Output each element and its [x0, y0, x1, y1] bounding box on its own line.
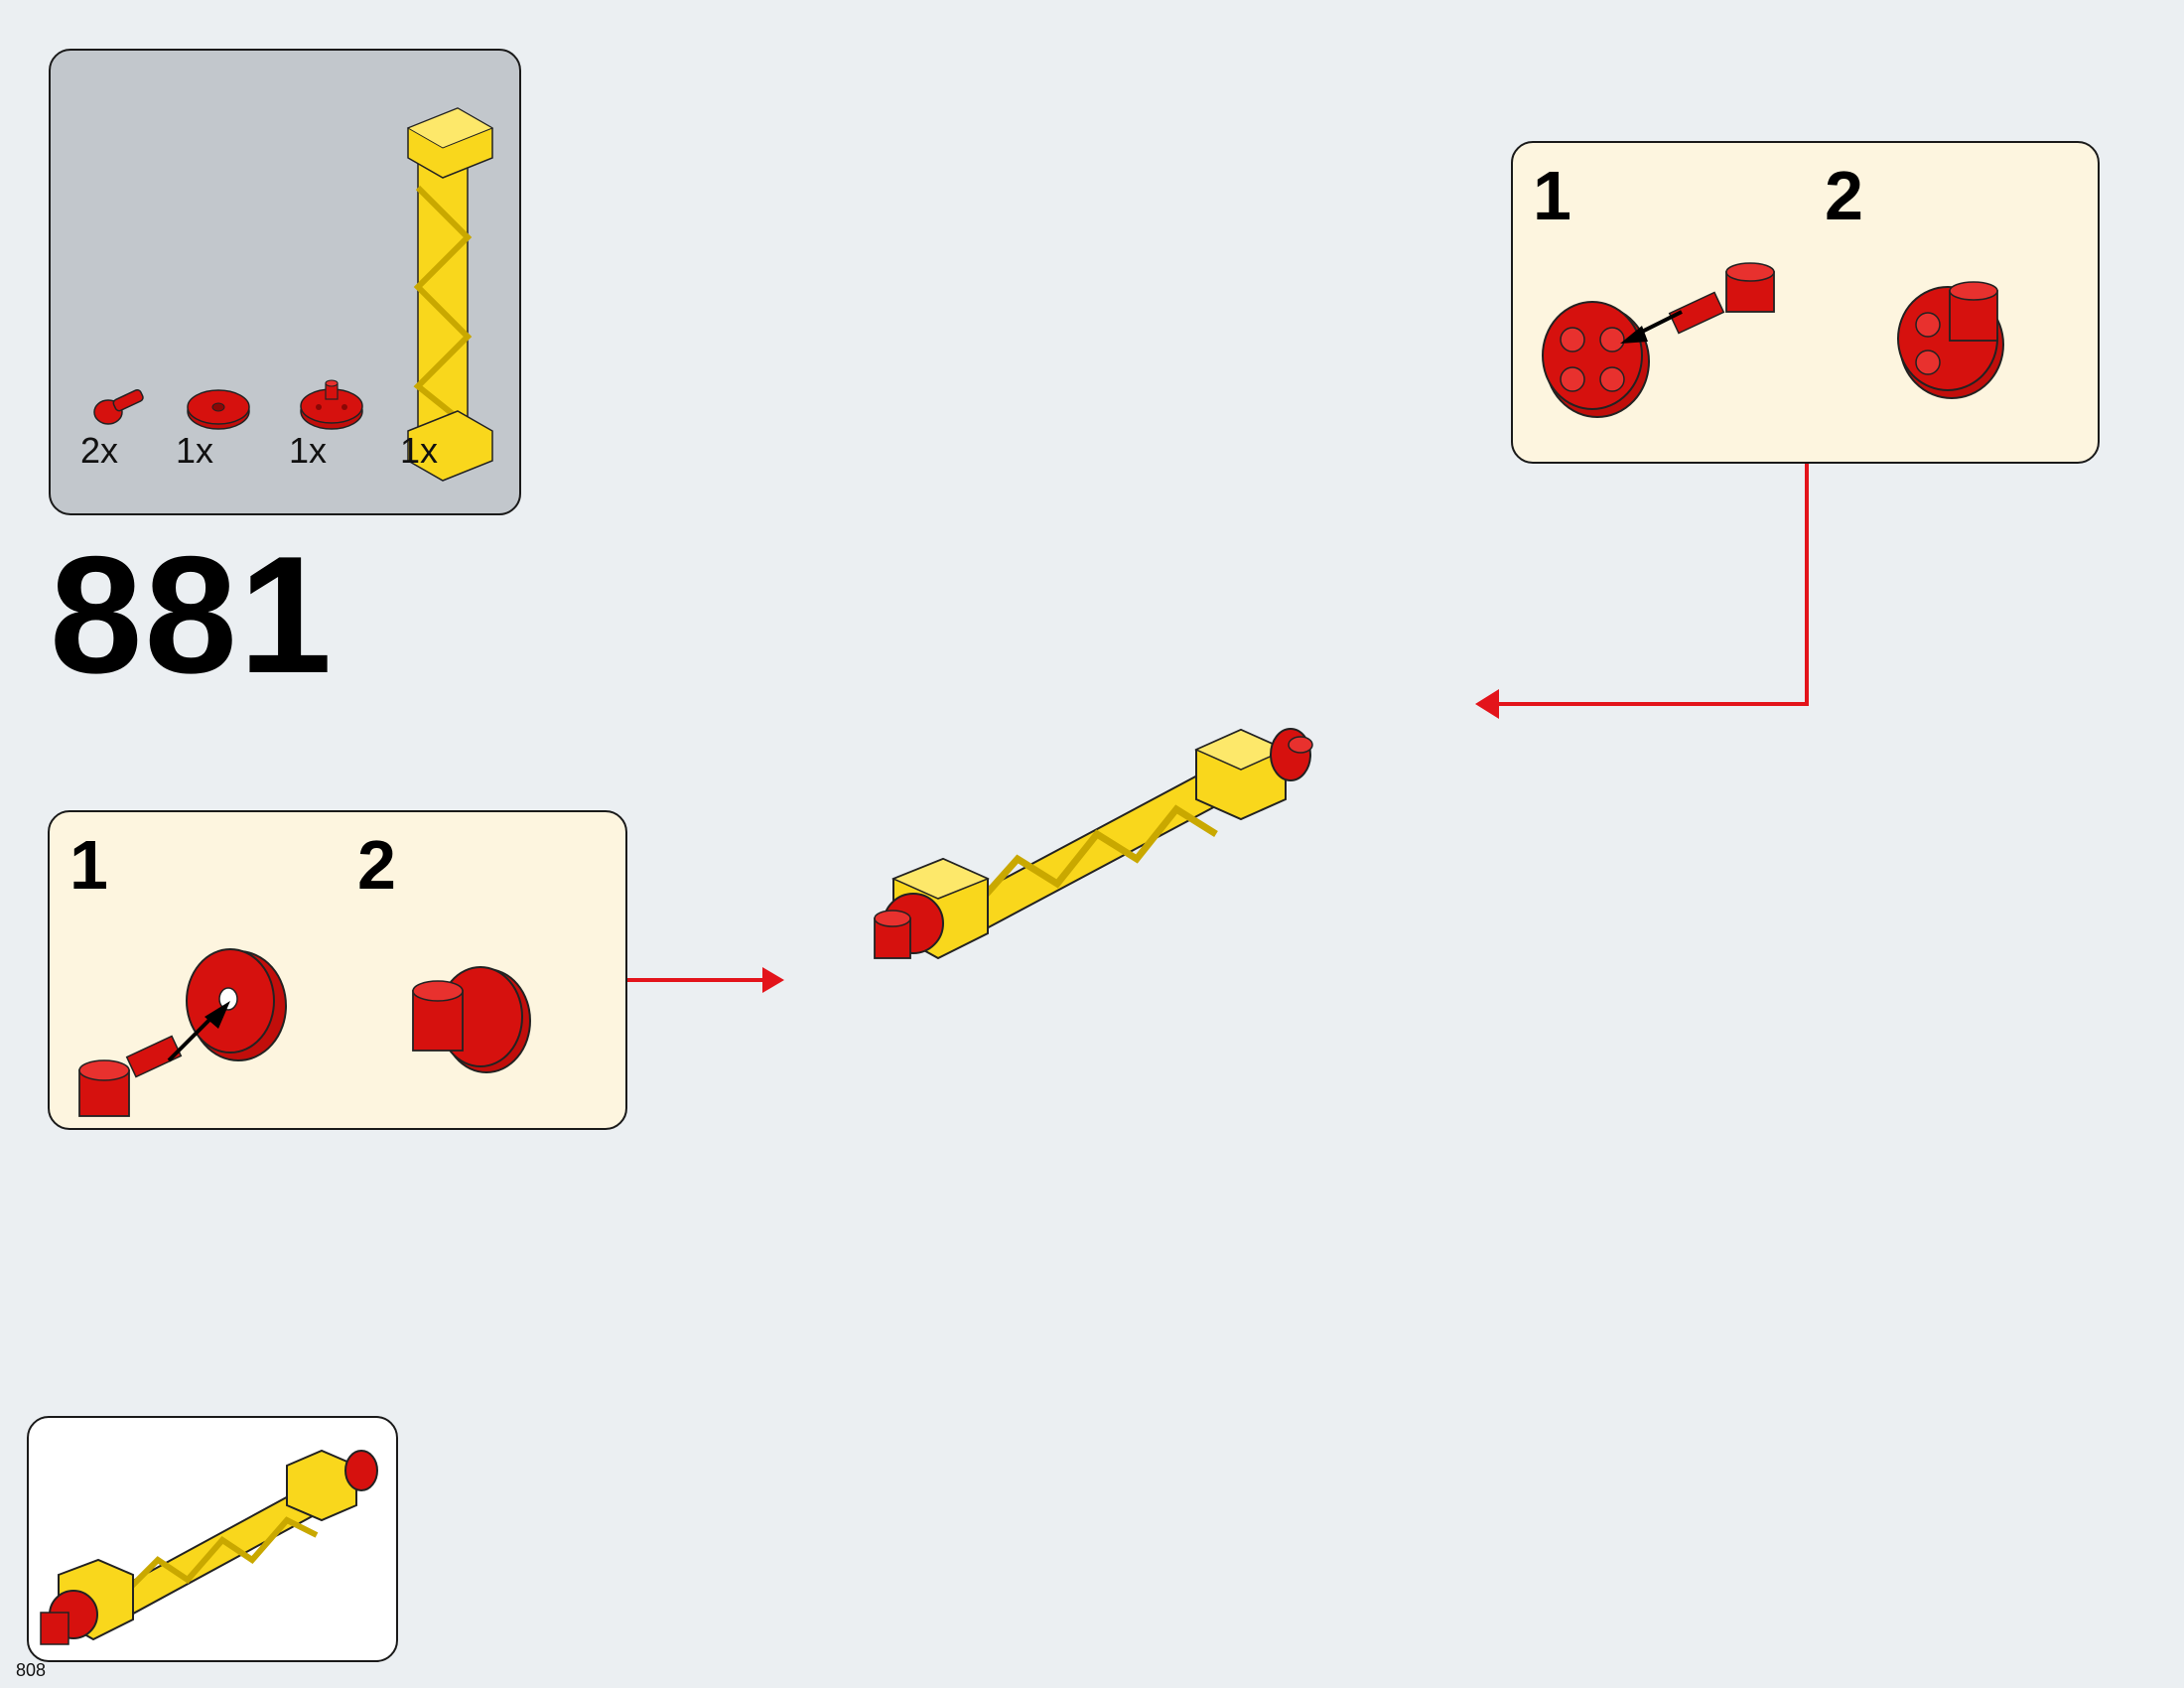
red-round-plate-with-studs-icon [300, 379, 363, 430]
callout-right-arrow [1475, 464, 1809, 719]
red-round-plate-icon [187, 389, 250, 430]
completed-lattice-support-icon [40, 1449, 378, 1645]
completed-assembly-preview [27, 1416, 398, 1662]
part-quantity: 1x [289, 430, 328, 471]
part-quantity: 1x [176, 430, 214, 471]
yellow-lattice-support-icon [406, 107, 494, 482]
callout-left-arrow [627, 967, 784, 993]
connector-attached-studded-plate-illustration [1897, 281, 2004, 399]
page-number: 808 [16, 1660, 47, 1680]
connector-into-studded-plate-illustration [1542, 262, 1775, 418]
red-axle-pin-connector-icon [93, 388, 144, 425]
connector-attached-plate-illustration [412, 966, 531, 1073]
substep-number: 2 [357, 826, 396, 904]
sub-assembly-callout-left: 1 2 [48, 810, 627, 1130]
part-quantity: 2x [80, 430, 119, 471]
parts-list-panel: 2x 1x 1x 1x [49, 49, 521, 515]
step-number: 881 [50, 521, 335, 708]
substep-number: 2 [1825, 157, 1863, 234]
connector-into-plate-illustration [78, 948, 287, 1117]
main-assembly-lattice-support-illustration [874, 728, 1313, 960]
sub-assembly-callout-right: 1 2 [1511, 141, 2100, 464]
substep-number: 1 [69, 826, 108, 904]
substep-number: 1 [1533, 157, 1571, 234]
part-quantity: 1x [400, 430, 439, 471]
